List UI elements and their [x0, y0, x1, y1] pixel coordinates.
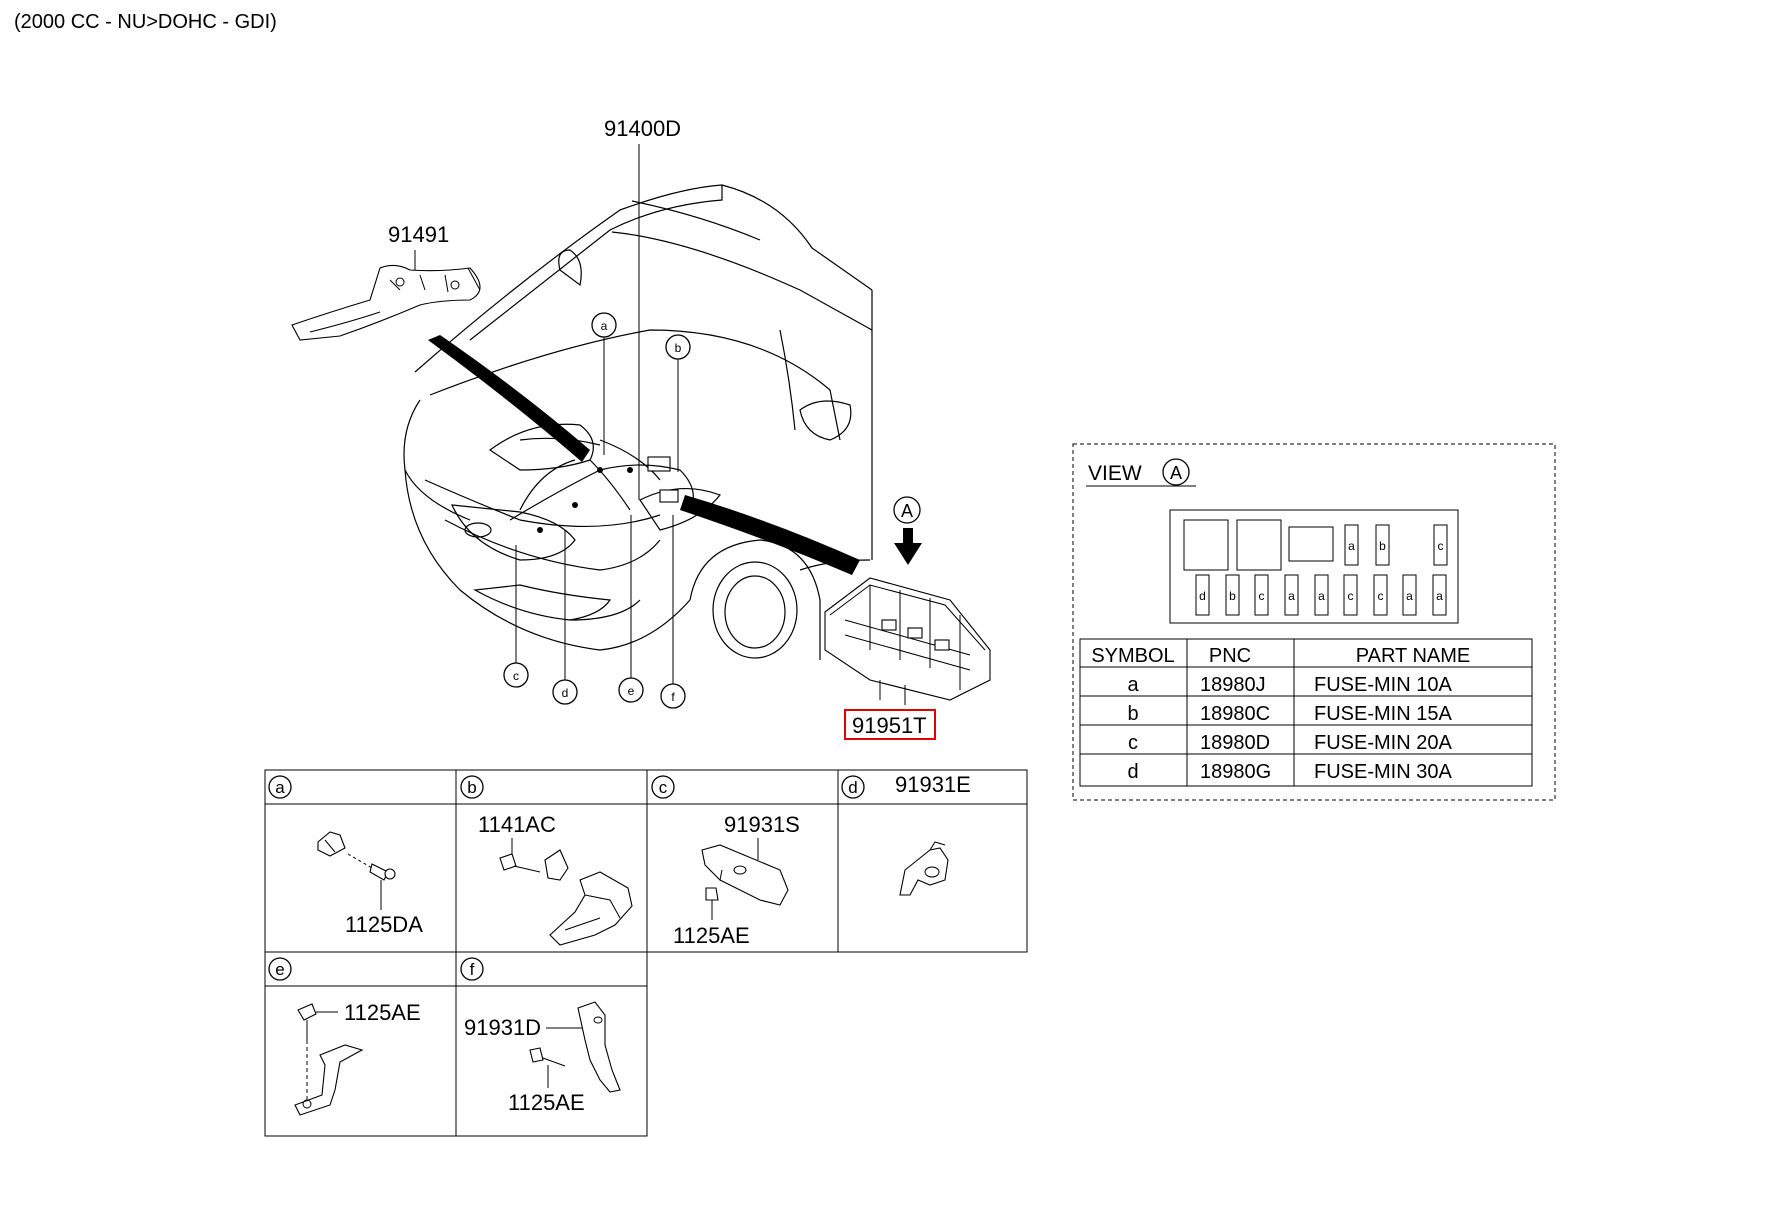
detail-panel-b: b 1141AC — [460, 775, 633, 946]
detail-panel-a: a 1125DA — [268, 775, 423, 937]
svg-text:e: e — [275, 960, 284, 979]
harness-protector — [291, 264, 481, 341]
svg-text:c: c — [1348, 589, 1354, 603]
protector-part-label: 91491 — [388, 222, 449, 247]
svg-text:d: d — [848, 778, 857, 797]
table-row-part-name: FUSE-MIN 30A — [1314, 761, 1452, 783]
svg-text:b: b — [675, 341, 682, 355]
svg-text:a: a — [1436, 589, 1443, 603]
svg-text:a: a — [275, 778, 285, 797]
svg-text:b: b — [1379, 539, 1386, 553]
fuse-table: SYMBOL PNC PART NAME a 18980J FUSE-MIN 1… — [1079, 638, 1533, 787]
detail-panel-e: e 1125AE — [268, 957, 421, 1116]
callout-c: c — [503, 545, 529, 688]
svg-text:a: a — [1288, 589, 1295, 603]
table-row-pnc: 18980J — [1200, 674, 1266, 696]
svg-text:c: c — [1378, 589, 1384, 603]
table-row-symbol: a — [1127, 674, 1139, 696]
svg-text:A: A — [901, 501, 913, 521]
table-row-pnc: 18980G — [1200, 761, 1271, 783]
part-label-91931D: 91931D — [464, 1015, 541, 1040]
svg-text:c: c — [513, 669, 519, 683]
engine-spec-title: (2000 CC - NU>DOHC - GDI) — [14, 11, 277, 33]
table-row-pnc: 18980C — [1200, 703, 1270, 725]
table-header-symbol: SYMBOL — [1091, 645, 1174, 667]
svg-text:b: b — [1229, 589, 1236, 603]
svg-text:a: a — [1318, 589, 1325, 603]
table-row-part-name: FUSE-MIN 15A — [1314, 703, 1452, 725]
detail-panel-c: c 91931S 1125AE — [651, 775, 800, 948]
view-title: VIEW — [1088, 462, 1142, 485]
svg-text:c: c — [1259, 589, 1265, 603]
table-row-symbol: c — [1128, 732, 1138, 754]
detail-panels — [264, 769, 1028, 1137]
view-a-panel: VIEW A a b c d b c a a c — [1072, 443, 1556, 801]
view-marker: A — [1170, 463, 1182, 483]
part-label-1141AC: 1141AC — [478, 812, 556, 837]
table-row-symbol: d — [1127, 761, 1138, 783]
part-label-1125AE-c: 1125AE — [673, 923, 750, 948]
svg-text:f: f — [671, 690, 675, 704]
fuse-slots-bottom: d b c a a c c a a — [1195, 574, 1447, 616]
part-label-1125AE-e: 1125AE — [344, 1000, 421, 1025]
junction-box-label-highlight — [844, 709, 936, 740]
callout-a: a — [591, 312, 617, 455]
part-label-91931E: 91931E — [895, 772, 971, 797]
table-row-part-name: FUSE-MIN 10A — [1314, 674, 1452, 696]
svg-text:a: a — [601, 319, 608, 333]
callout-b: b — [665, 334, 691, 472]
svg-text:e: e — [628, 684, 635, 698]
callout-f: f — [660, 515, 686, 709]
detail-panel-f: f 91931D 1125AE — [460, 957, 621, 1115]
table-row-symbol: b — [1127, 703, 1138, 725]
junction-box — [824, 577, 991, 705]
part-label-1125AE-f: 1125AE — [508, 1090, 585, 1115]
view-a-marker: A — [893, 496, 922, 565]
table-header-part-name: PART NAME — [1356, 645, 1470, 667]
harness-part-label: 91400D — [604, 116, 681, 141]
part-label-91931S: 91931S — [724, 812, 800, 837]
car-illustration — [403, 184, 873, 660]
svg-text:f: f — [470, 960, 475, 979]
table-row-part-name: FUSE-MIN 20A — [1314, 732, 1452, 754]
svg-text:a: a — [1348, 539, 1355, 553]
table-header-pnc: PNC — [1209, 645, 1251, 667]
junction-box-part-label: 91951T — [852, 713, 927, 738]
svg-text:c: c — [659, 778, 668, 797]
table-row-pnc: 18980D — [1200, 732, 1270, 754]
detail-panel-d: d 91931E — [841, 772, 971, 896]
callout-e: e — [618, 515, 644, 703]
svg-text:d: d — [1199, 589, 1206, 603]
callout-d: d — [552, 530, 578, 705]
svg-text:d: d — [562, 686, 569, 700]
svg-text:c: c — [1438, 539, 1444, 553]
svg-text:b: b — [467, 778, 476, 797]
svg-text:a: a — [1406, 589, 1413, 603]
part-label-1125DA: 1125DA — [345, 912, 423, 937]
fuse-slots-top: a b c — [1344, 524, 1448, 566]
